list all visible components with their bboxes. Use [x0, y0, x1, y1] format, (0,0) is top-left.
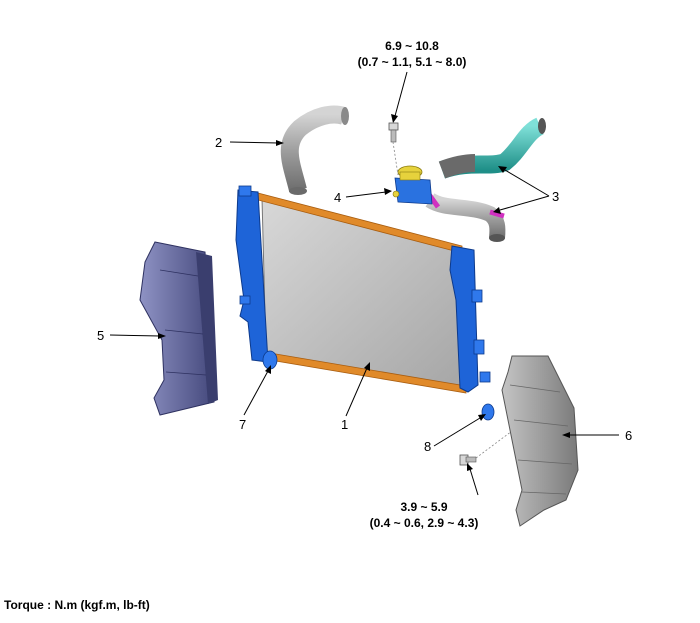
- torque-bottom-imperial: (0.4 ~ 0.6, 2.9 ~ 4.3): [370, 516, 479, 530]
- radiator-hoses: [425, 117, 546, 242]
- torque-bottom-value: 3.9 ~ 5.9: [400, 500, 447, 514]
- callout-4: 4: [334, 190, 341, 205]
- radiator: [235, 185, 491, 394]
- torque-top-value: 6.9 ~ 10.8: [385, 39, 439, 53]
- callout-8: 8: [424, 439, 431, 454]
- bolt-top: [388, 122, 399, 176]
- callout-5: 5: [97, 328, 104, 343]
- left-air-guard: [139, 241, 218, 416]
- upper-radiator-hose: [280, 105, 349, 195]
- filler-neck-and-cap: [392, 165, 433, 205]
- callout-2: 2: [215, 135, 222, 150]
- mount-insulator-right: [481, 403, 495, 421]
- torque-units-note: Torque : N.m (kgf.m, lb-ft): [4, 598, 150, 612]
- callout-7: 7: [239, 417, 246, 432]
- callout-6: 6: [625, 428, 632, 443]
- leader-lines: [109, 71, 619, 496]
- callout-3: 3: [552, 189, 559, 204]
- torque-top-imperial: (0.7 ~ 1.1, 5.1 ~ 8.0): [358, 55, 467, 69]
- right-air-guard: [501, 355, 579, 527]
- callout-1: 1: [341, 417, 348, 432]
